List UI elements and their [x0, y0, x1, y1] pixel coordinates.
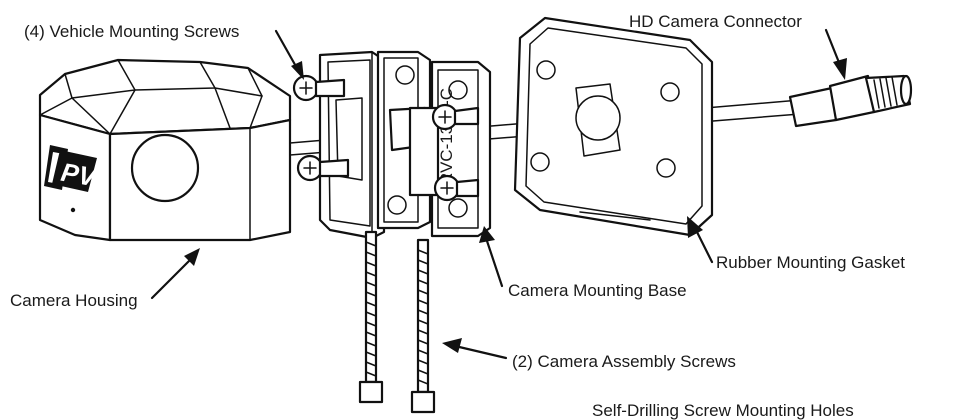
label-camera-assembly-screws: (2) Camera Assembly Screws — [512, 352, 736, 371]
svg-text:PV: PV — [59, 157, 101, 193]
hd-camera-connector — [788, 74, 913, 128]
label-camera-housing: Camera Housing — [10, 291, 138, 310]
part-marking: RVC-1350-C — [437, 88, 456, 185]
label-hd-camera-connector: HD Camera Connector — [629, 12, 802, 31]
vehicle-mounting-screw-bottom-right — [433, 174, 480, 202]
arrow-head-mounting-base — [479, 226, 495, 243]
label-camera-mounting-base: Camera Mounting Base — [508, 281, 687, 300]
vehicle-mounting-screw-top-right — [431, 103, 480, 131]
arrow-head-vehicle-screws — [291, 61, 304, 80]
label-self-drilling-holes: Self-Drilling Screw Mounting Holes — [592, 401, 854, 420]
vehicle-mounting-screw-bottom-left — [296, 154, 350, 182]
leader-arrows — [150, 28, 847, 360]
mounting-base-left — [318, 50, 386, 240]
pv-logo: PV — [44, 145, 101, 193]
rubber-mounting-gasket — [513, 16, 714, 237]
arrow-head-assembly-screws — [442, 338, 462, 353]
arrow-head-hd-connector — [833, 58, 847, 80]
camera-assembly-screw-right — [410, 238, 436, 414]
camera-assembly-screw-left — [358, 230, 384, 404]
camera-housing: PV — [38, 58, 292, 242]
label-rubber-mounting-gasket: Rubber Mounting Gasket — [716, 253, 905, 272]
arrow-head-housing — [184, 248, 200, 266]
label-vehicle-mounting-screws: (4) Vehicle Mounting Screws — [24, 22, 239, 41]
arrow-head-gasket — [687, 216, 703, 238]
vehicle-mounting-screw-top-left — [292, 74, 346, 102]
